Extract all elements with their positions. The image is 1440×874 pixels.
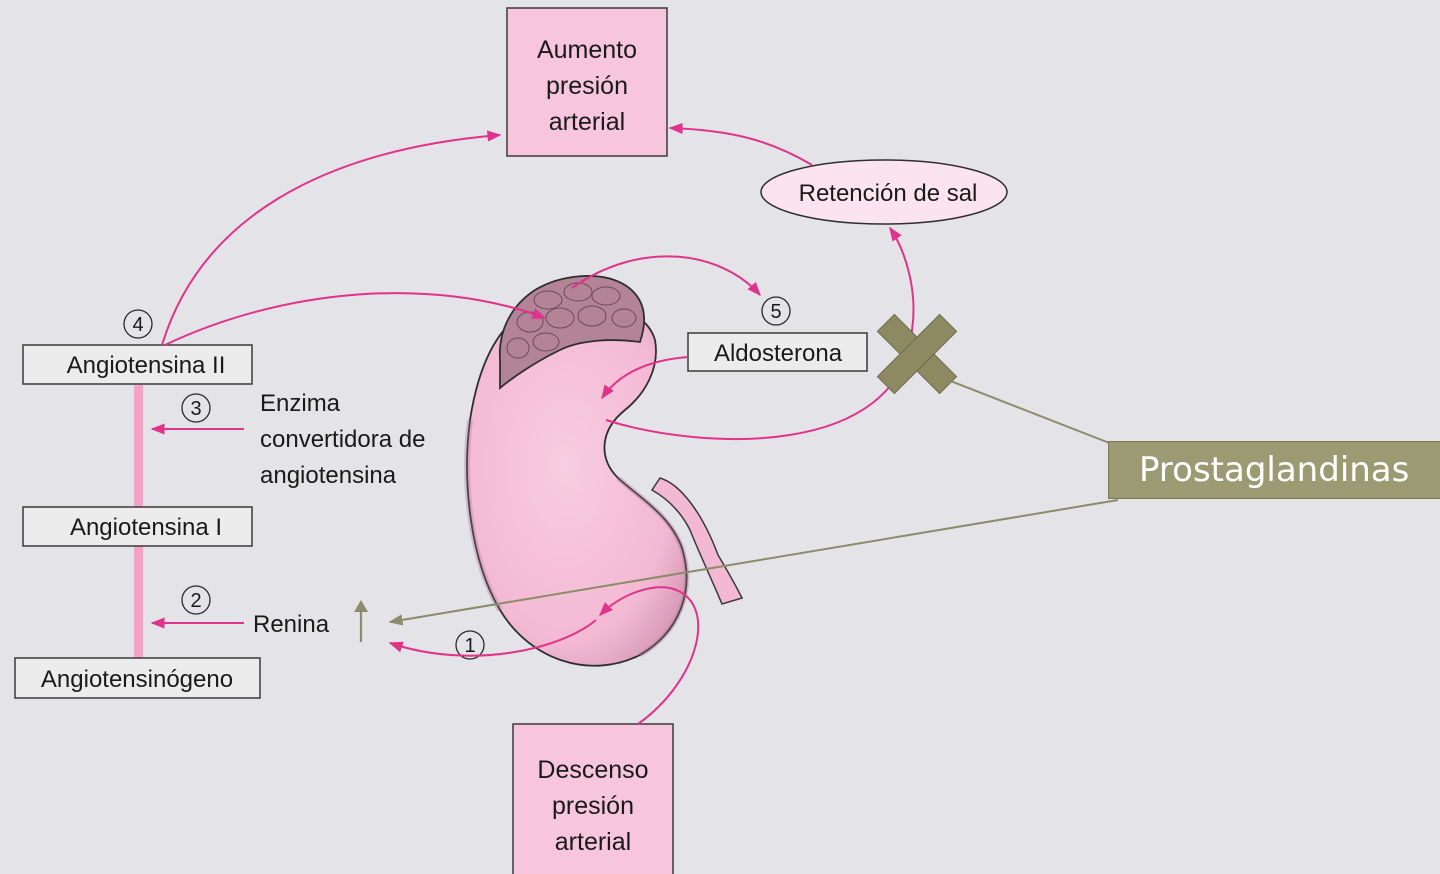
enzyme-line3: angiotensina — [260, 462, 397, 489]
step-5: 5 — [762, 297, 790, 325]
arrow-angiotensin2-to-pressure — [162, 135, 500, 345]
svg-text:2: 2 — [190, 590, 201, 612]
svg-text:5: 5 — [770, 301, 781, 323]
arrow-angiotensin2-to-adrenal — [165, 293, 545, 345]
svg-text:1: 1 — [464, 635, 475, 657]
enzyme-line1: Enzima — [260, 390, 341, 417]
box-descenso-line1: Descenso — [537, 756, 648, 784]
step-3: 3 — [182, 394, 210, 422]
box-aumento-line1: Aumento — [537, 36, 637, 64]
oval-retencion-sal: Retención de sal — [761, 160, 1007, 224]
arrow-up-icon — [354, 600, 368, 642]
box-aldosterona: Aldosterona — [688, 333, 867, 371]
angiotensin-i-label: Angiotensina I — [70, 514, 222, 541]
box-aumento-line2: presión — [546, 72, 628, 100]
box-angiotensina-i: Angiotensina I — [23, 507, 252, 546]
x-cross-icon — [855, 292, 979, 416]
link-prostaglandins-to-block — [948, 380, 1112, 444]
prostaglandins-label: Prostaglandinas — [1139, 450, 1409, 490]
enzyme-label: Enzima convertidora de angiotensina — [260, 390, 425, 489]
box-descenso-presion: Descenso presión arterial — [513, 724, 673, 874]
arrow-retention-to-pressure — [670, 128, 812, 165]
angiotensinogen-label: Angiotensinógeno — [41, 666, 233, 693]
box-descenso-line2: presión — [552, 792, 634, 820]
box-aumento-line3: arterial — [549, 108, 625, 136]
svg-text:4: 4 — [132, 314, 143, 336]
retention-label: Retención de sal — [799, 180, 978, 207]
box-angiotensina-ii: Angiotensina II — [23, 345, 252, 384]
box-descenso-line3: arterial — [555, 828, 631, 856]
renin-label: Renina — [253, 611, 330, 638]
step-2: 2 — [182, 586, 210, 614]
box-angiotensinogeno: Angiotensinógeno — [15, 658, 260, 698]
aldosterone-label: Aldosterona — [714, 340, 843, 367]
box-aumento-presion: Aumento presión arterial — [507, 8, 667, 156]
angiotensin-ii-label: Angiotensina II — [67, 352, 226, 379]
svg-text:3: 3 — [190, 398, 201, 420]
enzyme-line2: convertidora de — [260, 426, 425, 453]
step-4: 4 — [124, 310, 152, 338]
prostaglandins-label-box: Prostaglandinas — [1108, 441, 1440, 499]
